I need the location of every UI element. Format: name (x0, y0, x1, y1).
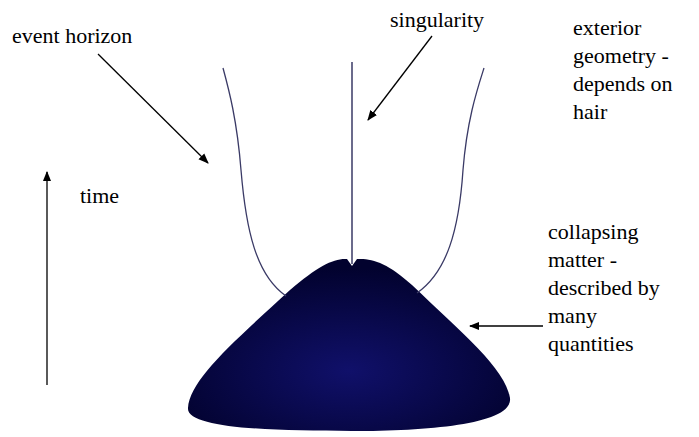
leader-arrow (470, 325, 543, 326)
callout-label: collapsing matter - described by many qu… (548, 218, 683, 358)
callout-label: singularity (390, 6, 484, 34)
singularity-line (351, 62, 353, 264)
callout-label: event horizon (12, 22, 132, 50)
leader-arrow (98, 54, 208, 163)
time-arrow (46, 172, 47, 385)
event-horizon-line (223, 68, 286, 296)
event-horizon-line (417, 68, 484, 293)
axis-label: time (80, 182, 119, 210)
collapsing-matter-shape (188, 259, 510, 431)
leader-arrow (368, 36, 432, 120)
note-label: exterior geometry - depends on hair (573, 14, 685, 126)
